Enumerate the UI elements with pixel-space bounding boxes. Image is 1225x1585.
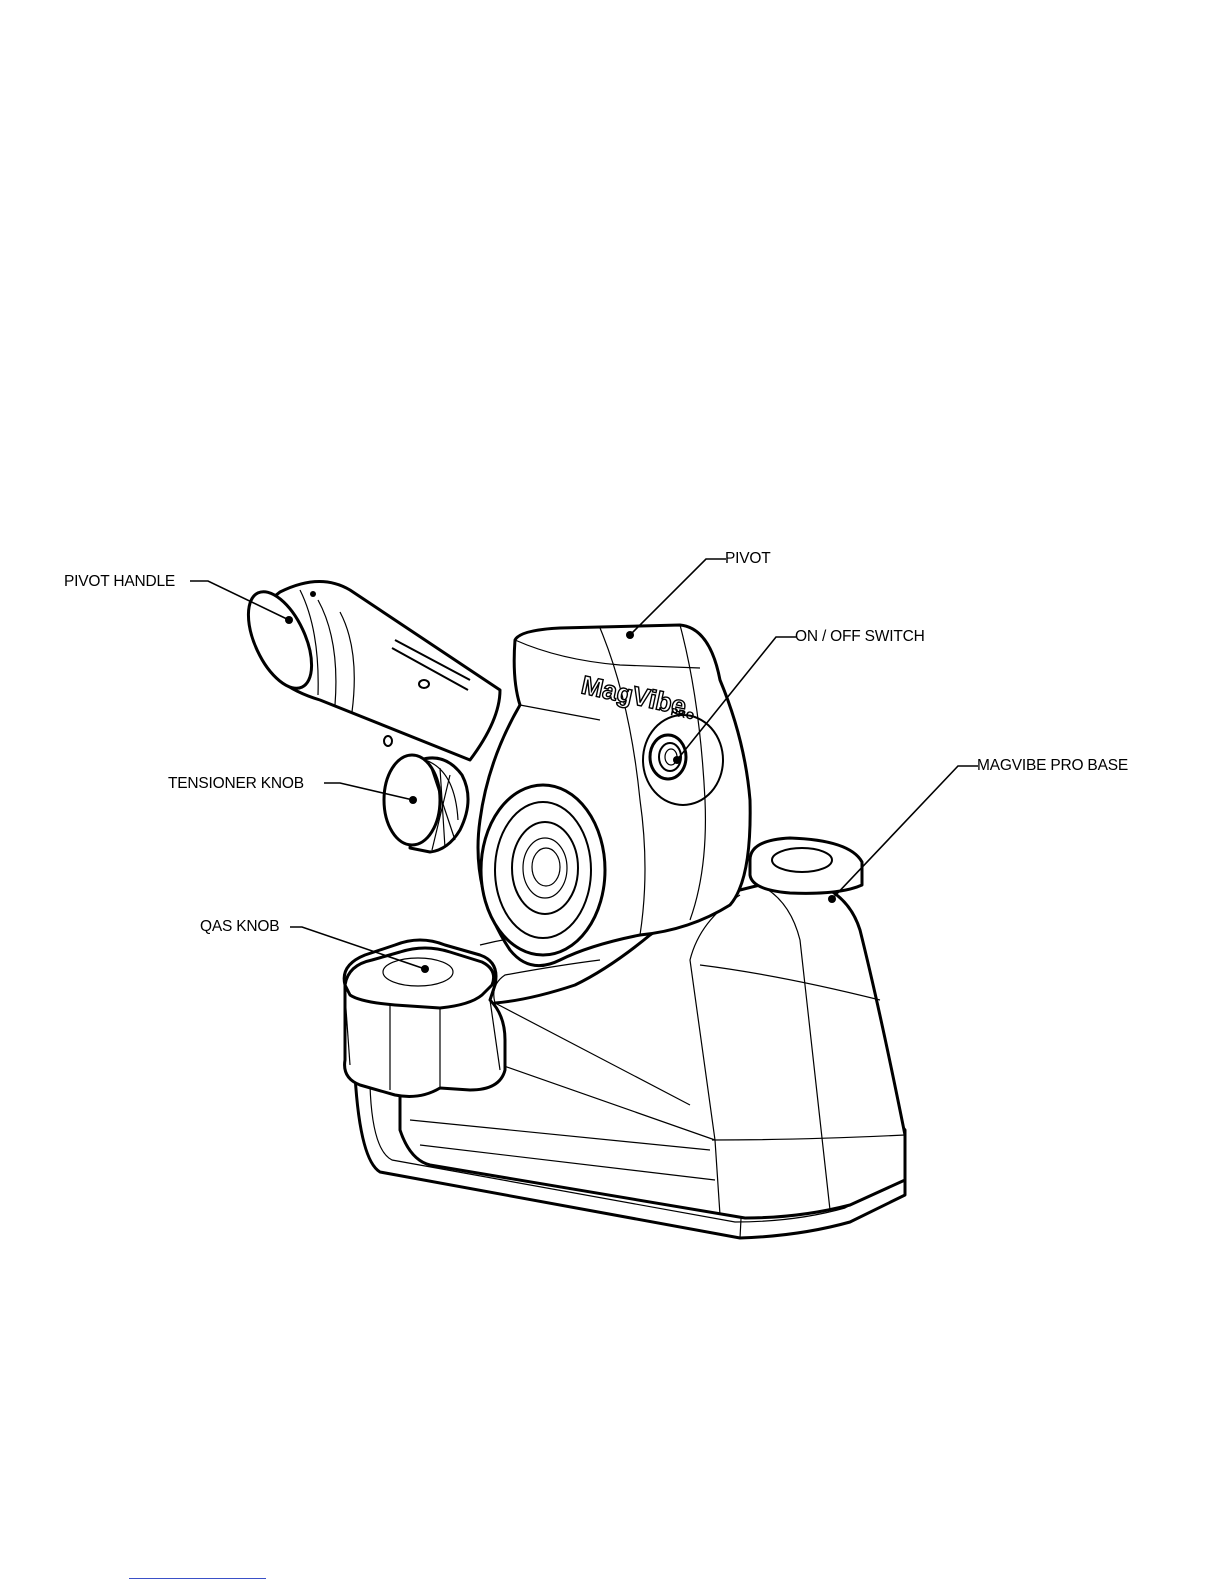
label-tensioner-knob: TENSIONER KNOB	[168, 775, 304, 792]
label-qas-knob: QAS KNOB	[200, 918, 279, 935]
pivot-drawing: MagVibe PRO	[478, 625, 750, 966]
label-pivot-handle: PIVOT HANDLE	[64, 573, 175, 590]
footer-link-underline[interactable]	[129, 1578, 266, 1579]
label-magvibe-pro-base: MAGVIBE PRO BASE	[977, 757, 1128, 774]
pivot-handle-drawing	[235, 581, 500, 760]
callout-magvibe-pro-base: MAGVIBE PRO BASE	[828, 757, 1128, 903]
qas-knob-drawing	[344, 940, 505, 1096]
tensioner-knob-drawing	[384, 755, 468, 852]
callout-tensioner-knob: TENSIONER KNOB	[168, 775, 417, 804]
label-on-off-switch: ON / OFF SWITCH	[795, 628, 925, 645]
label-pivot: PIVOT	[725, 550, 771, 567]
